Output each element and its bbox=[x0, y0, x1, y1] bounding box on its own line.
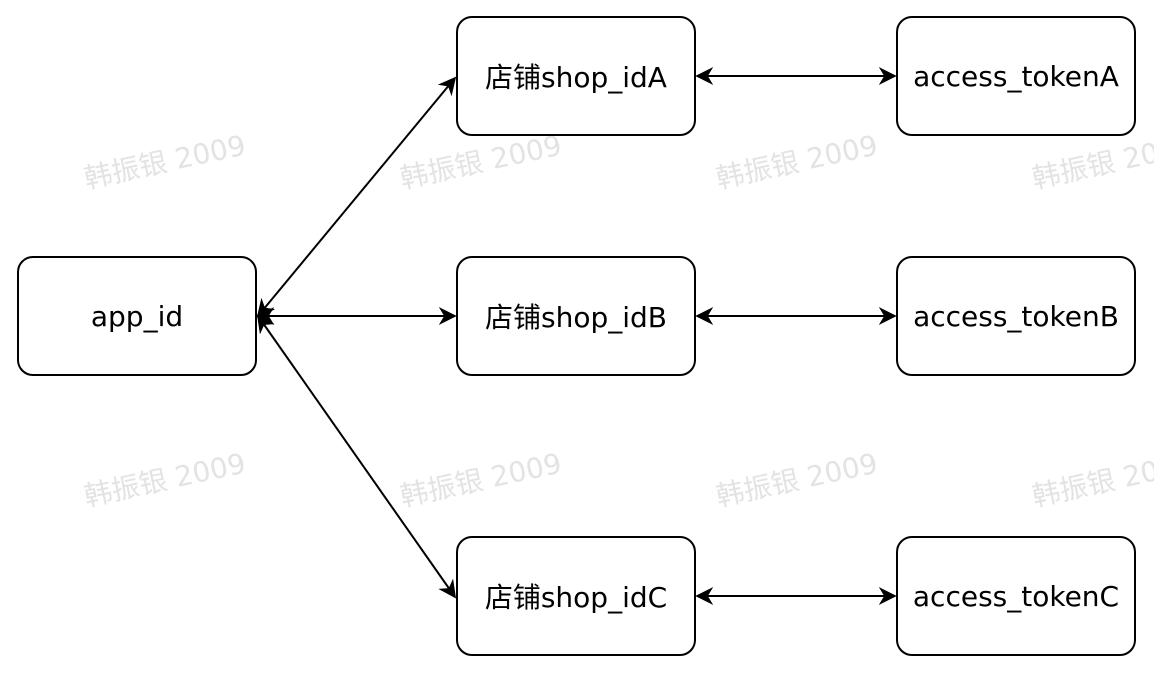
shop-c-node: 店铺shop_idC bbox=[456, 536, 696, 656]
app-id-label: app_id bbox=[90, 299, 184, 333]
token-a-node: access_tokenA bbox=[896, 16, 1136, 136]
edge-app-to-shop-a bbox=[256, 76, 457, 318]
shop-b-label: 店铺shop_idB bbox=[484, 301, 667, 334]
shop-c-label: 店铺shop_idC bbox=[484, 581, 668, 614]
token-c-label: access_tokenC bbox=[912, 579, 1120, 613]
edge-app-to-shop-c bbox=[256, 314, 457, 599]
app-id-node: app_id bbox=[17, 256, 257, 376]
token-c-node: access_tokenC bbox=[896, 536, 1136, 656]
token-b-node: access_tokenB bbox=[896, 256, 1136, 376]
shop-b-node: 店铺shop_idB bbox=[456, 256, 696, 376]
token-a-label: access_tokenA bbox=[913, 59, 1119, 93]
token-b-label: access_tokenB bbox=[913, 299, 1119, 333]
shop-a-label: 店铺shop_idA bbox=[485, 61, 667, 94]
shop-a-node: 店铺shop_idA bbox=[456, 16, 696, 136]
